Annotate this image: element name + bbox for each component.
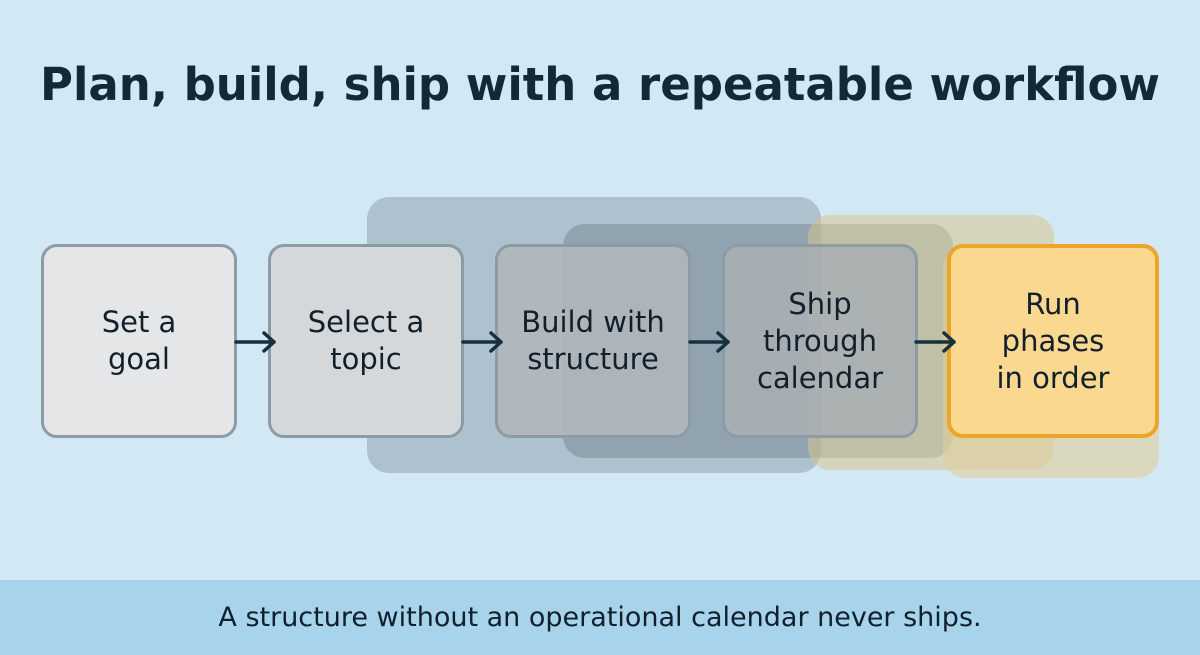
step-label: Set a goal xyxy=(101,305,177,376)
step-label: Select a topic xyxy=(307,305,425,376)
step-ship-calendar: Ship through calendar xyxy=(722,244,918,438)
step-label: Build with structure xyxy=(521,305,665,376)
page-title: Plan, build, ship with a repeatable work… xyxy=(40,58,1160,111)
step-run-phases: Run phases in order xyxy=(947,244,1159,438)
footer-band: A structure without an operational calen… xyxy=(0,580,1200,655)
arrow-right-icon xyxy=(461,331,503,353)
step-select-topic: Select a topic xyxy=(268,244,464,438)
step-label: Run phases in order xyxy=(996,286,1110,395)
arrow-right-icon xyxy=(688,331,730,353)
step-set-goal: Set a goal xyxy=(41,244,237,438)
step-build-structure: Build with structure xyxy=(495,244,691,438)
step-label: Ship through calendar xyxy=(756,286,884,395)
arrow-right-icon xyxy=(914,331,956,353)
footer-caption: A structure without an operational calen… xyxy=(218,602,982,633)
arrow-right-icon xyxy=(234,331,276,353)
